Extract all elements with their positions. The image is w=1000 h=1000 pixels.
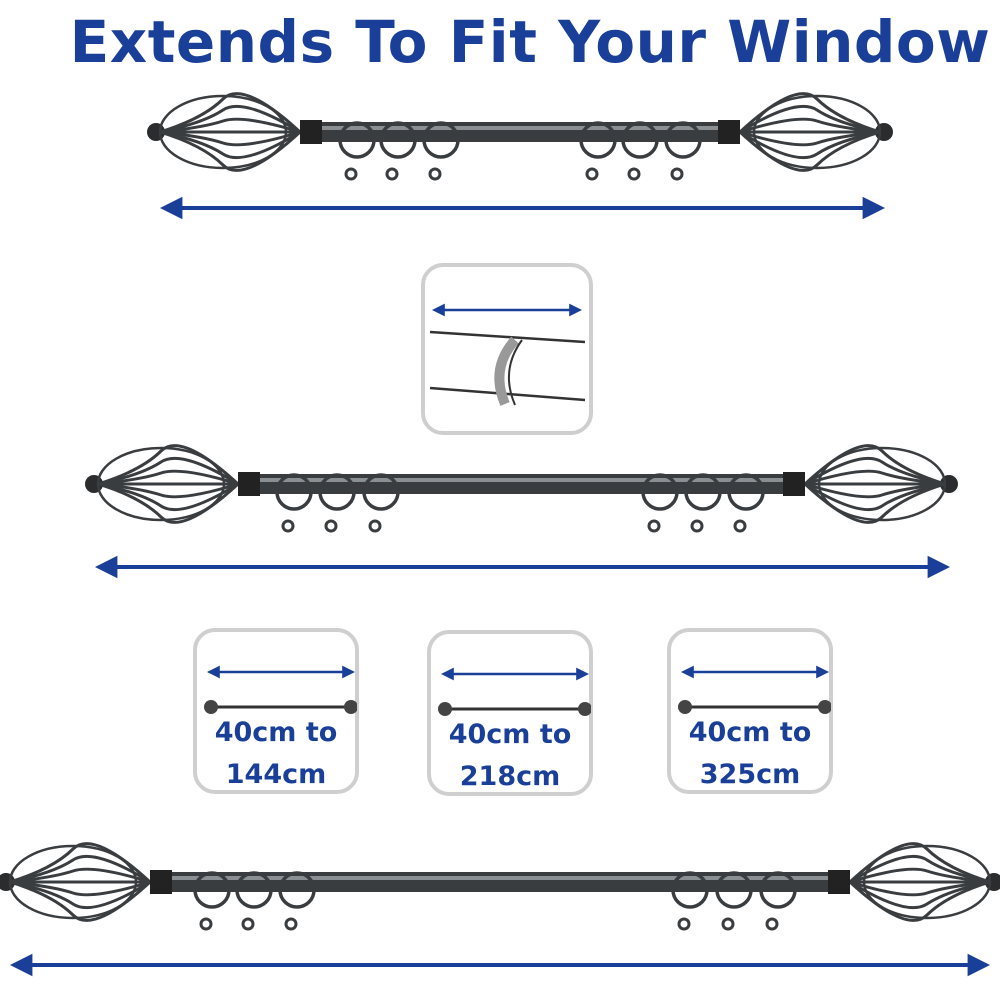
arrow-right-head xyxy=(927,555,950,579)
arrow-right-head xyxy=(342,665,355,679)
curtain-ring xyxy=(379,121,417,159)
curtain-ring xyxy=(715,871,753,909)
rod-highlight xyxy=(158,876,842,880)
arrow-right-head xyxy=(569,303,582,317)
rod-highlight xyxy=(246,478,797,482)
rod-bracket xyxy=(828,870,850,894)
rod-end-dot xyxy=(344,700,357,714)
curtain-ring xyxy=(235,871,273,909)
rod-end-dot xyxy=(678,700,692,714)
curtain-ring xyxy=(422,121,460,159)
cage-finial xyxy=(848,842,1000,922)
arrow-right-head xyxy=(862,196,885,220)
arrow-left-head xyxy=(207,665,220,679)
curtain-ring xyxy=(278,871,316,909)
rod-bracket xyxy=(783,472,805,496)
arrow-right-head xyxy=(967,953,990,977)
ring-eyelet xyxy=(647,519,661,533)
rod-end-dot xyxy=(204,700,218,714)
ring-eyelet xyxy=(670,167,684,181)
curtain-ring xyxy=(275,473,313,511)
ring-eyelet xyxy=(241,917,255,931)
cage-finial xyxy=(147,92,302,172)
ring-eyelet xyxy=(385,167,399,181)
arrow-left-head xyxy=(432,303,445,317)
curtain-ring xyxy=(759,871,797,909)
ring-eyelet xyxy=(627,167,641,181)
ring-eyelet xyxy=(368,519,382,533)
ring-eyelet xyxy=(428,167,442,181)
rod-end-dot xyxy=(818,700,831,714)
size-option-large: 40cm to 325cm xyxy=(667,628,833,794)
curtain-ring xyxy=(362,473,400,511)
size-option-small: 40cm to 144cm xyxy=(193,628,359,794)
rod-end-dot xyxy=(578,702,591,716)
ring-eyelet xyxy=(199,917,213,931)
arrow-left-head xyxy=(160,196,183,220)
ring-eyelet xyxy=(690,519,704,533)
ring-eyelet xyxy=(721,917,735,931)
cage-finial xyxy=(0,842,152,922)
size-label-line2: 144cm xyxy=(225,759,327,790)
curtain-ring xyxy=(641,473,679,511)
size-label-line1: 40cm to xyxy=(214,717,338,748)
arrow-right-head xyxy=(576,667,589,681)
extension-detail-inset xyxy=(421,263,593,435)
ring-eyelet xyxy=(733,519,747,533)
curtain-ring xyxy=(727,473,765,511)
ring-eyelet xyxy=(344,167,358,181)
curtain-rod xyxy=(147,92,893,181)
size-label-line1: 40cm to xyxy=(688,717,812,748)
rod-highlight xyxy=(308,126,732,130)
curtain-ring xyxy=(671,871,709,909)
cage-finial xyxy=(85,444,240,524)
curtain-ring xyxy=(684,473,722,511)
ring-eyelet xyxy=(677,917,691,931)
cage-finial xyxy=(738,92,893,172)
curtain-ring xyxy=(621,121,659,159)
ring-eyelet xyxy=(284,917,298,931)
curtain-ring xyxy=(338,121,376,159)
rod-joint xyxy=(494,336,519,406)
ring-eyelet xyxy=(585,167,599,181)
cage-finial xyxy=(803,444,958,524)
extend-arrows-icon xyxy=(678,665,831,714)
arrow-right-head xyxy=(816,665,829,679)
rod-bracket xyxy=(718,120,740,144)
size-label-line2: 218cm xyxy=(459,761,561,792)
extend-arrows-icon xyxy=(204,665,357,714)
arrow-left-head xyxy=(441,667,454,681)
size-label-line1: 40cm to xyxy=(448,719,572,750)
curtain-ring xyxy=(579,121,617,159)
curtain-ring xyxy=(664,121,702,159)
curtain-ring xyxy=(318,473,356,511)
size-option-medium: 40cm to 218cm xyxy=(427,630,593,796)
ring-eyelet xyxy=(281,519,295,533)
ring-eyelet xyxy=(765,917,779,931)
extend-arrows-icon xyxy=(438,667,591,716)
arrow-left-head xyxy=(681,665,694,679)
ring-eyelet xyxy=(324,519,338,533)
curtain-ring xyxy=(193,871,231,909)
arrow-left-head xyxy=(95,555,118,579)
arrow-left-head xyxy=(10,953,33,977)
rod-outline xyxy=(429,330,586,402)
curtain-rod xyxy=(85,444,958,533)
rod-bracket xyxy=(238,472,260,496)
rod-bracket xyxy=(300,120,322,144)
rod-end-dot xyxy=(438,702,452,716)
size-label-line2: 325cm xyxy=(699,759,801,790)
headline: Extends To Fit Your Window xyxy=(69,8,991,76)
rod-bracket xyxy=(150,870,172,894)
curtain-rod xyxy=(0,842,1000,931)
